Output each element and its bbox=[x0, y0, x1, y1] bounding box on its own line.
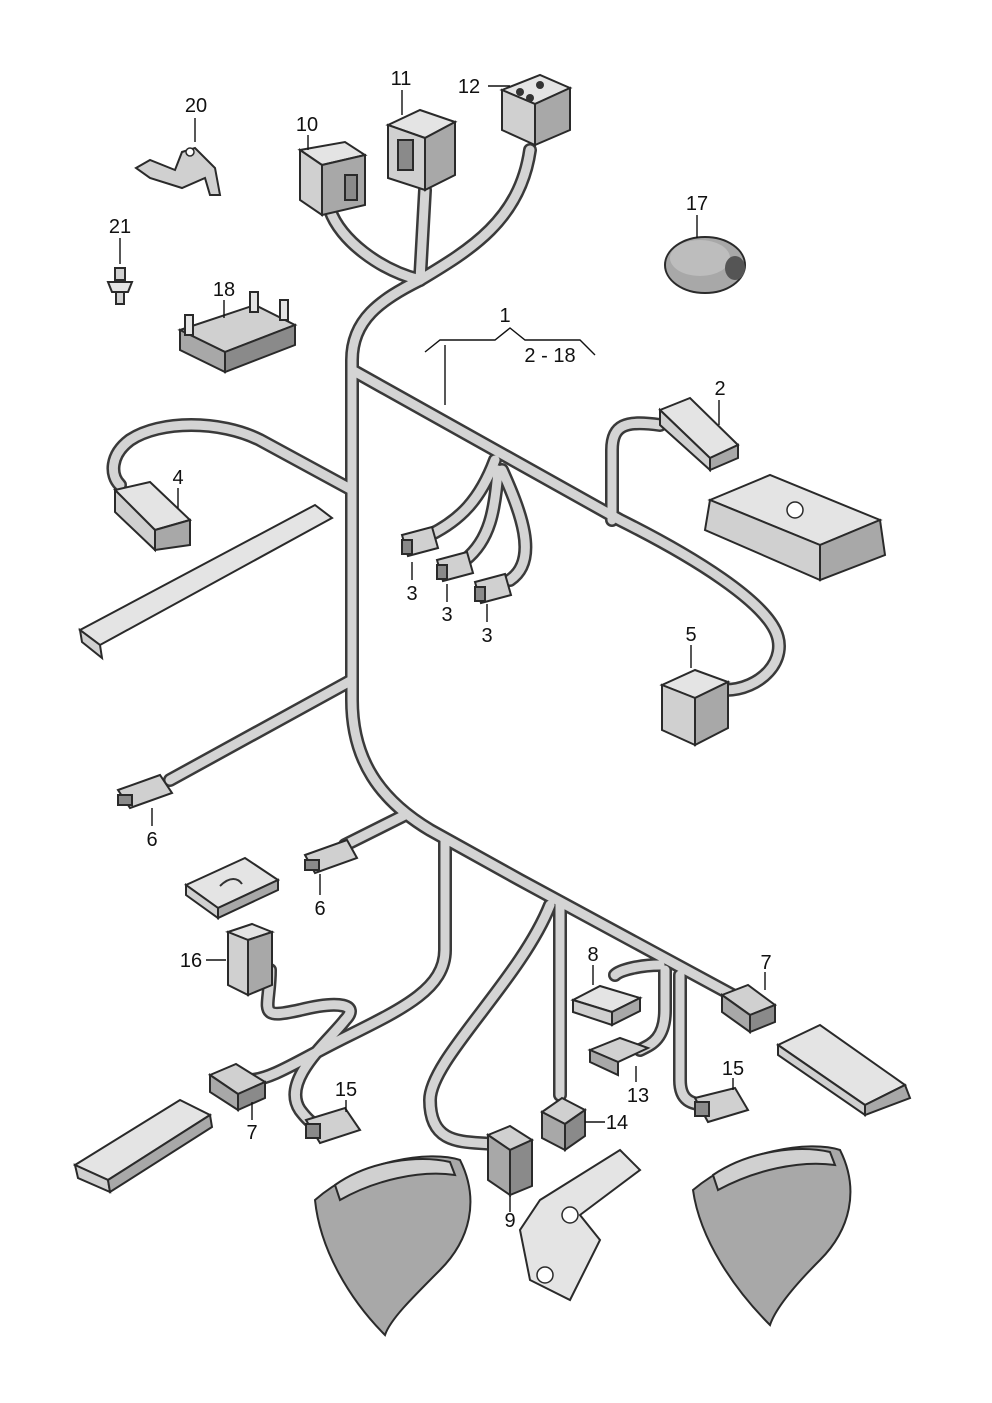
group-range-label: 2 - 18 bbox=[524, 345, 575, 367]
part-7-connector-left bbox=[207, 1062, 268, 1120]
callout-2: 2 bbox=[714, 378, 725, 400]
switch-panel bbox=[184, 856, 281, 920]
part-3-connector-b bbox=[435, 550, 475, 583]
part-21-clip bbox=[106, 238, 134, 305]
callout-17: 17 bbox=[686, 193, 708, 215]
callout-15-left: 15 bbox=[335, 1079, 357, 1101]
part-10-connector bbox=[297, 135, 368, 217]
callout-20: 20 bbox=[185, 95, 207, 117]
lock-mechanism bbox=[518, 1148, 642, 1302]
callout-4: 4 bbox=[172, 467, 183, 489]
group-number-label: 1 bbox=[499, 305, 510, 327]
callout-3-b: 3 bbox=[441, 604, 452, 626]
part-2-connector bbox=[658, 396, 740, 473]
perforated-strip bbox=[78, 503, 334, 661]
callout-8: 8 bbox=[587, 944, 598, 966]
callout-3-c: 3 bbox=[481, 625, 492, 647]
part-9-connector bbox=[485, 1124, 535, 1212]
callout-9: 9 bbox=[504, 1210, 515, 1232]
callout-15-right: 15 bbox=[722, 1058, 744, 1080]
callout-5: 5 bbox=[685, 624, 696, 646]
part-14-connector bbox=[540, 1096, 605, 1152]
callout-7-right: 7 bbox=[760, 952, 771, 974]
part-11-connector bbox=[385, 90, 458, 192]
part-4-connector bbox=[113, 480, 192, 553]
part-16-connector bbox=[206, 922, 275, 997]
part-6-connector-b bbox=[303, 838, 359, 895]
callout-6-b: 6 bbox=[314, 898, 325, 920]
callout-11: 11 bbox=[391, 68, 412, 90]
callout-16: 16 bbox=[180, 950, 202, 972]
part-6-connector-a bbox=[116, 773, 174, 826]
interior-lamp-right bbox=[776, 1023, 912, 1117]
part-7-connector-right bbox=[719, 972, 778, 1034]
part-17-foam-pad bbox=[664, 215, 746, 294]
callout-14: 14 bbox=[606, 1112, 628, 1134]
callout-12: 12 bbox=[458, 76, 480, 98]
callout-6-a: 6 bbox=[146, 829, 157, 851]
callout-18: 18 bbox=[213, 279, 235, 301]
part-18-holder bbox=[177, 291, 298, 374]
part-12-connector bbox=[488, 73, 573, 147]
part-13-connector bbox=[587, 1036, 651, 1082]
callout-7-left: 7 bbox=[246, 1122, 257, 1144]
part-3-connector-a bbox=[400, 525, 440, 558]
trim-cover-right bbox=[691, 1145, 852, 1327]
part-15-connector-left bbox=[304, 1100, 362, 1145]
trim-cover-left bbox=[313, 1155, 472, 1337]
part-8-connector bbox=[570, 965, 643, 1027]
callout-labels: 20 21 10 11 12 17 18 2 4 3 3 3 5 6 6 16 … bbox=[109, 68, 772, 1232]
part-5-connector bbox=[659, 645, 731, 747]
part-3-connector-c bbox=[473, 572, 513, 605]
callout-13: 13 bbox=[627, 1085, 649, 1107]
interior-lamp-left bbox=[72, 1098, 214, 1194]
part-20-bracket bbox=[134, 118, 222, 196]
group-bracket-1: 1 2 - 18 bbox=[424, 305, 596, 405]
callout-10: 10 bbox=[296, 114, 318, 136]
callout-3-a: 3 bbox=[406, 583, 417, 605]
callout-21: 21 bbox=[109, 216, 131, 238]
lamp-housing bbox=[703, 473, 887, 582]
part-15-connector-right bbox=[693, 1078, 750, 1124]
